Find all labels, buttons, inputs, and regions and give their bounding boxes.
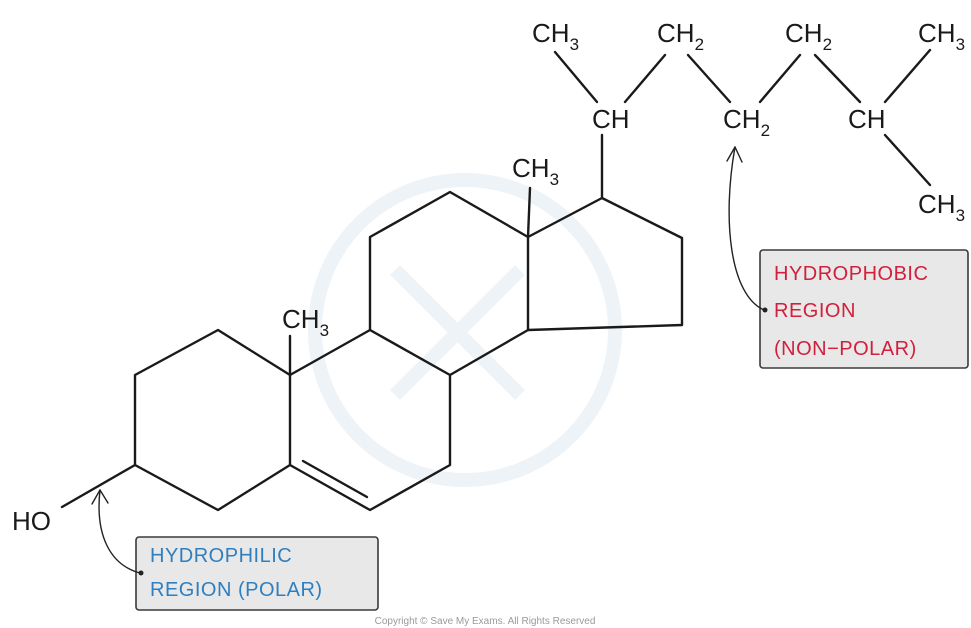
ring-c: [368, 190, 530, 377]
hydrophilic-line1: HYDROPHILIC: [150, 545, 292, 567]
hydrophilic-callout: HYDROPHILIC REGION (POLAR): [91, 489, 379, 611]
hydrophobic-callout: HYDROPHOBIC REGION (NON−POLAR): [726, 146, 969, 369]
hydrophilic-line2: REGION (POLAR): [150, 579, 323, 601]
ch3-ring-c-group: CH3: [512, 153, 559, 189]
ch3-bottom-right-group: CH3: [918, 189, 965, 225]
ring-a: [133, 328, 292, 512]
ch3-ring-a-group: CH3: [282, 304, 329, 340]
hydrophilic-arrow: [98, 489, 141, 574]
ch2-chain-group: CH2: [723, 104, 770, 140]
hydrophilic-box: [135, 536, 379, 611]
ring-skeleton: [60, 133, 684, 512]
ch3-top-left-group: CH3: [532, 18, 579, 54]
bond-ho: [60, 463, 137, 509]
hydrophobic-arrow: [728, 146, 765, 311]
copyright-text: Copyright © Save My Exams. All Rights Re…: [375, 616, 596, 627]
ch-chain-1-group: CH: [592, 104, 630, 134]
hydrophobic-line1: HYDROPHOBIC: [774, 263, 928, 285]
ho-group: HO: [12, 506, 51, 536]
ring-b: [288, 328, 452, 512]
watermark-logo: [308, 173, 622, 487]
double-bond-inner: [301, 459, 369, 499]
ch-chain-2-group: CH: [848, 104, 886, 134]
ch3-top-right-group: CH3: [918, 18, 965, 54]
ch2-top-1-group: CH2: [657, 18, 704, 54]
hydrophobic-line3: (NON−POLAR): [774, 338, 917, 360]
ch2-top-2-group: CH2: [785, 18, 832, 54]
side-chain-bonds: [553, 48, 932, 187]
ring-d: [526, 196, 684, 332]
hydrophobic-line2: REGION: [774, 300, 856, 322]
bond-ch3-ring-c: [526, 186, 532, 239]
hydrophobic-box: [759, 249, 969, 369]
